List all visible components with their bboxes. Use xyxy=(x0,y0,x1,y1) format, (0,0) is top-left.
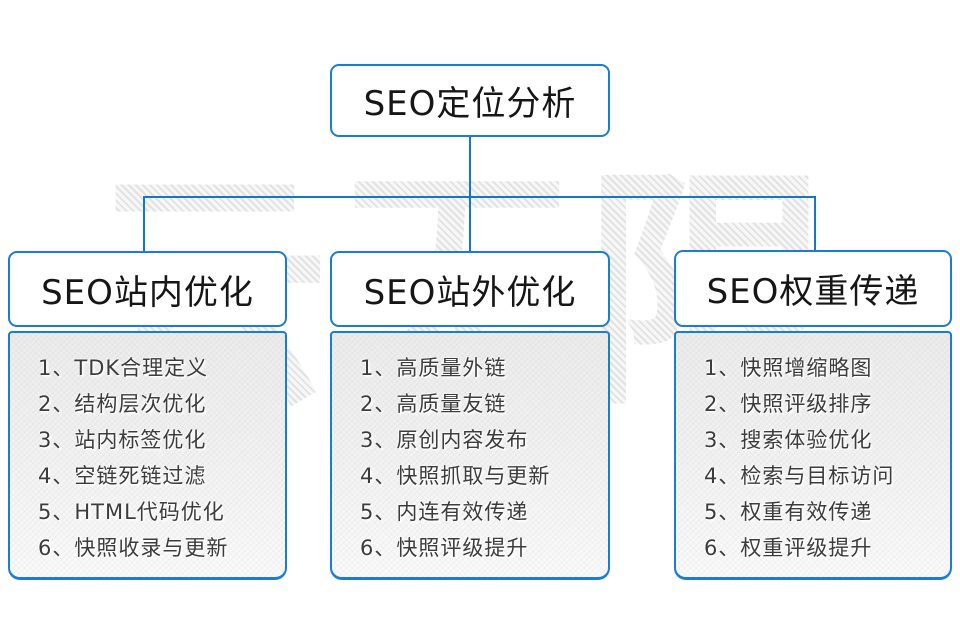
branch-list-onsite: 1、TDK合理定义 2、结构层次优化 3、站内标签优化 4、空链死链过滤 5、H… xyxy=(8,331,287,580)
list-item: 1、高质量外链 xyxy=(360,356,507,380)
list-item: 2、快照评级排序 xyxy=(704,392,873,416)
list-item: 3、搜索体验优化 xyxy=(704,428,873,452)
list-item: 1、TDK合理定义 xyxy=(38,356,209,380)
connector-right-drop xyxy=(814,196,816,252)
branch-header-weight: SEO权重传递 xyxy=(674,250,952,327)
branch-header-onsite: SEO站内优化 xyxy=(8,251,287,327)
list-item: 6、快照评级提升 xyxy=(360,536,529,560)
list-item: 6、快照收录与更新 xyxy=(38,536,229,560)
connector-root-drop xyxy=(469,137,471,198)
list-item: 2、结构层次优化 xyxy=(38,392,207,416)
list-item: 3、原创内容发布 xyxy=(360,428,529,452)
list-item: 5、HTML代码优化 xyxy=(38,500,225,524)
list-item: 5、权重有效传递 xyxy=(704,500,873,524)
list-item: 5、内连有效传递 xyxy=(360,500,529,524)
branch-list-offsite: 1、高质量外链 2、高质量友链 3、原创内容发布 4、快照抓取与更新 5、内连有… xyxy=(330,331,610,580)
list-item: 4、空链死链过滤 xyxy=(38,464,207,488)
list-item: 3、站内标签优化 xyxy=(38,428,207,452)
branch-header-offsite: SEO站外优化 xyxy=(330,251,610,327)
list-item: 4、快照抓取与更新 xyxy=(360,464,551,488)
root-node-title: SEO定位分析 xyxy=(330,64,610,137)
connector-middle-drop xyxy=(469,196,471,253)
list-item: 2、高质量友链 xyxy=(360,392,507,416)
connector-horizontal xyxy=(143,196,816,198)
list-item: 4、检索与目标访问 xyxy=(704,464,895,488)
branch-list-weight: 1、快照增缩略图 2、快照评级排序 3、搜索体验优化 4、检索与目标访问 5、权… xyxy=(674,331,952,580)
list-item: 6、权重评级提升 xyxy=(704,536,873,560)
connector-left-drop xyxy=(143,196,145,253)
list-item: 1、快照增缩略图 xyxy=(704,356,873,380)
